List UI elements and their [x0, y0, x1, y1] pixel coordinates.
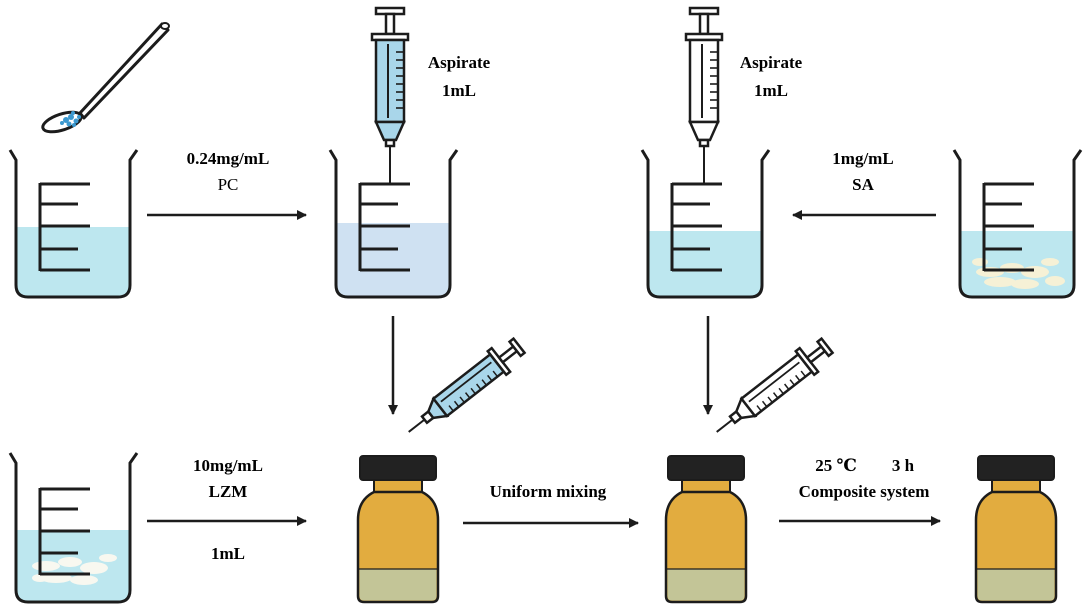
- syringe-icon: [716, 336, 835, 433]
- vial-icon: [974, 455, 1058, 604]
- temperature-label: 25 ℃: [815, 456, 857, 475]
- sa-concentration-label: 1mg/mL: [832, 149, 893, 168]
- beaker-icon: [640, 149, 771, 299]
- aspirate-label-line2: 1mL: [442, 81, 476, 100]
- beaker-icon: [328, 149, 459, 299]
- lzm-volume-label: 1mL: [211, 544, 245, 563]
- spoon-icon: [41, 22, 170, 134]
- vial-icon: [356, 455, 440, 604]
- beaker-icon: [952, 149, 1083, 299]
- vial-icon: [664, 455, 748, 604]
- lzm-concentration-label: 10mg/mL: [193, 456, 263, 475]
- beaker-icon: [8, 452, 139, 604]
- aspirate-label-line1: Aspirate: [428, 53, 491, 72]
- aspirate-label-line2: 1mL: [754, 81, 788, 100]
- powder-icon: [60, 111, 81, 127]
- pc-name-label: PC: [218, 175, 239, 194]
- mixing-label: Uniform mixing: [490, 482, 607, 501]
- sa-name-label: SA: [852, 175, 874, 194]
- powder-icon: [32, 554, 117, 585]
- lzm-name-label: LZM: [209, 482, 248, 501]
- pc-concentration-label: 0.24mg/mL: [187, 149, 270, 168]
- syringe-icon: [408, 336, 527, 433]
- syringe-icon: [370, 6, 410, 184]
- beaker-icon: [8, 149, 139, 299]
- syringe-icon: [684, 6, 724, 184]
- time-label: 3 h: [892, 456, 915, 475]
- composite-system-label: Composite system: [799, 482, 930, 501]
- aspirate-label-line1: Aspirate: [740, 53, 803, 72]
